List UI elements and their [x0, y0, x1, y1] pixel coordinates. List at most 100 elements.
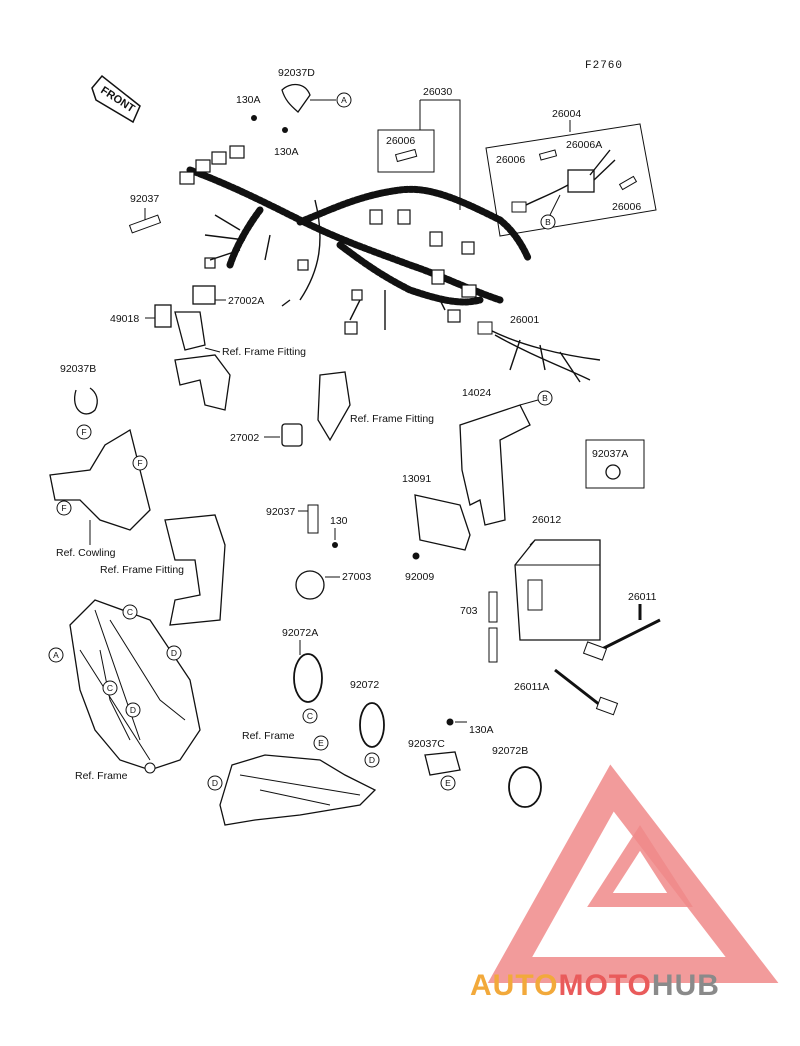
sub-frame	[219, 754, 377, 826]
connector	[431, 269, 445, 285]
bracket	[174, 354, 231, 411]
bolt-icon	[446, 718, 454, 726]
ref-frame-fitting-2: Ref. Frame Fitting	[350, 413, 434, 425]
callout-F-3	[132, 455, 148, 471]
part-92072A: 92072A	[282, 627, 318, 639]
clamp-92037D	[281, 83, 311, 113]
part-27003-shape	[295, 570, 325, 600]
svg-text:C: C	[107, 683, 113, 693]
part-14024: 14024	[462, 387, 491, 399]
svg-text:A: A	[53, 650, 59, 660]
bracket	[317, 371, 351, 442]
part-130A-2: 130A	[274, 146, 299, 158]
frame-fitting	[164, 514, 226, 626]
part-92037A-box	[585, 439, 645, 489]
main-harness	[179, 145, 532, 335]
terminal-icon	[582, 641, 608, 661]
ref-frame-fitting-3: Ref. Frame Fitting	[100, 564, 184, 576]
callout-D	[364, 752, 380, 768]
part-92009: 92009	[405, 571, 434, 583]
svg-text:F: F	[61, 503, 66, 513]
regulator-13091	[414, 494, 471, 551]
connector	[447, 309, 461, 323]
diode-49018	[154, 304, 172, 328]
fuse-icon	[618, 175, 638, 191]
terminal-icon	[595, 696, 619, 716]
part-26006-left: 26006	[496, 154, 525, 166]
svg-text:C: C	[307, 711, 313, 721]
part-26001: 26001	[510, 314, 539, 326]
svg-text:D: D	[369, 755, 375, 765]
clamp-92037C	[424, 751, 461, 776]
svg-text:D: D	[212, 778, 218, 788]
relay-27002	[281, 423, 303, 447]
ref-frame-fitting-1: Ref. Frame Fitting	[222, 346, 306, 358]
fuse-icon	[538, 149, 558, 161]
part-26030: 26030	[423, 86, 452, 98]
callout-B	[540, 214, 556, 230]
callout-F	[76, 424, 92, 440]
part-92037B: 92037B	[60, 363, 96, 375]
part-130: 130	[330, 515, 348, 527]
part-26011A: 26011A	[514, 681, 549, 693]
callout-D-3	[125, 702, 141, 718]
connector	[344, 321, 358, 335]
part-26006A: 26006A	[566, 139, 602, 151]
connector	[195, 159, 211, 173]
bolt-icon	[332, 542, 338, 548]
svg-text:E: E	[318, 738, 324, 748]
part-26011: 26011	[628, 591, 657, 603]
band-92072B	[508, 766, 542, 808]
connector	[477, 321, 493, 335]
part-26004: 26004	[552, 108, 581, 120]
cowling-bracket	[49, 428, 151, 531]
part-92037D: 92037D	[278, 67, 315, 79]
callout-C-2	[122, 604, 138, 620]
connector	[204, 257, 216, 269]
part-92037: 92037	[130, 193, 159, 205]
svg-text:F: F	[137, 458, 142, 468]
fuse-box	[567, 169, 595, 193]
connector	[211, 151, 227, 165]
connector	[429, 231, 443, 247]
bolt-icon	[251, 115, 257, 121]
tube-703-a	[488, 591, 498, 623]
brand-hub: HUB	[652, 969, 720, 1002]
band-92037B	[74, 387, 98, 415]
connector	[351, 289, 363, 301]
brand-auto: AUTO	[470, 969, 558, 1002]
svg-text:A: A	[341, 95, 347, 105]
fuse-icon	[394, 148, 418, 163]
part-13091: 13091	[402, 473, 431, 485]
svg-text:B: B	[545, 217, 551, 227]
frame-drawing	[69, 599, 201, 774]
part-130A-1: 130A	[236, 94, 261, 106]
sub-harness-box	[485, 123, 657, 237]
callout-B-2	[537, 390, 553, 406]
part-130A-3: 130A	[469, 724, 494, 736]
svg-text:B: B	[542, 393, 548, 403]
bolt-icon	[282, 127, 288, 133]
connector	[297, 259, 309, 271]
ref-frame: Ref. Frame	[75, 770, 128, 782]
svg-text:AUTOMOTOHUB: AUTOMOTOHUB	[470, 969, 720, 1002]
clamp-92037	[128, 214, 162, 234]
relay-27002A	[192, 285, 216, 305]
part-92037C: 92037C	[408, 738, 445, 750]
part-27002: 27002	[230, 432, 259, 444]
part-26012: 26012	[532, 514, 561, 526]
part-26006-box	[377, 129, 435, 173]
ref-cowling: Ref. Cowling	[56, 547, 116, 559]
callout-C-3	[102, 680, 118, 696]
callout-A	[336, 92, 352, 108]
connector	[461, 241, 475, 255]
svg-text:D: D	[130, 705, 136, 715]
cover-14024	[459, 404, 531, 526]
band-92072A	[293, 653, 323, 703]
svg-text:E: E	[445, 778, 451, 788]
svg-text:C: C	[127, 607, 133, 617]
connector	[179, 171, 195, 185]
part-703: 703	[460, 605, 478, 617]
connector	[461, 284, 477, 298]
